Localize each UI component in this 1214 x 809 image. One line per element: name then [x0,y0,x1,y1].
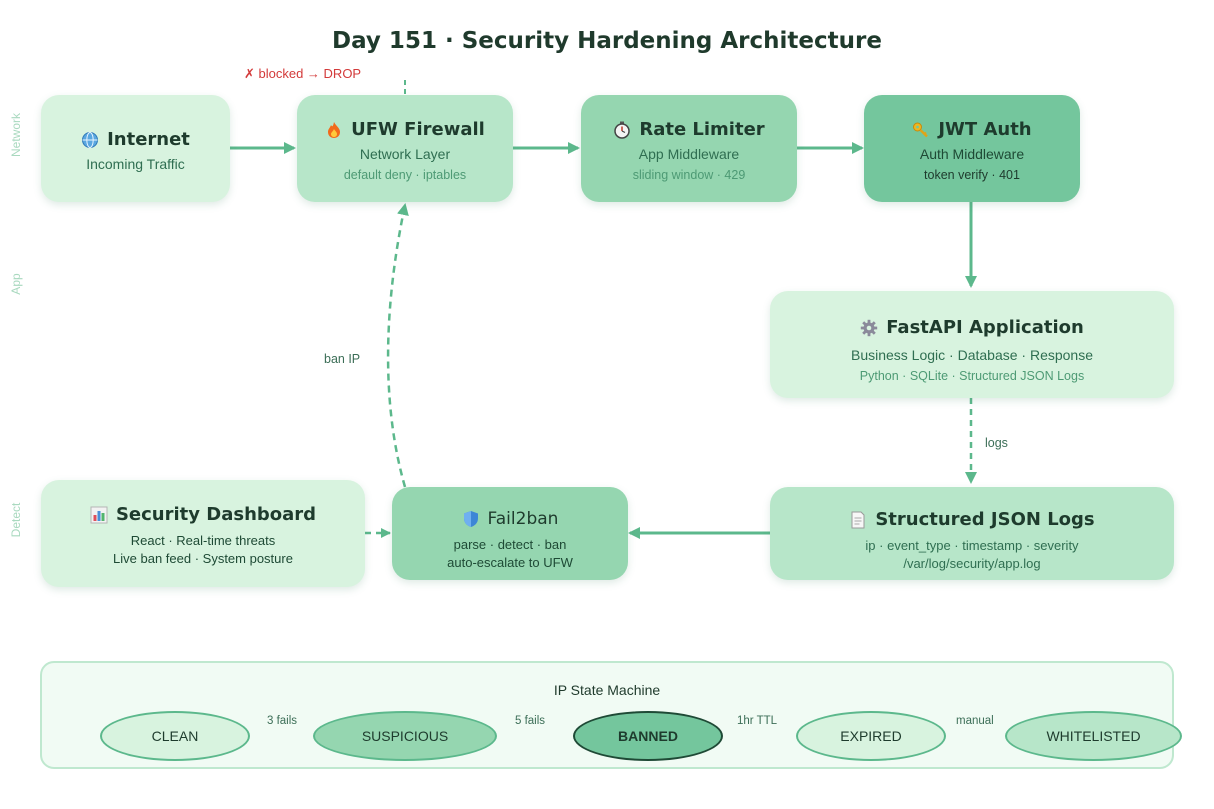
node-jwt-title: JWT Auth [938,119,1032,140]
node-dashboard: Security Dashboard React · Real-time thr… [41,480,365,587]
node-jwt-detail: token verify · 401 [924,168,1020,182]
node-dashboard-sub: React · Real-time threats [130,533,276,548]
node-jwt-sub: Auth Middleware [919,146,1025,162]
node-firewall-detail: default deny · iptables [343,168,467,182]
document-icon [849,511,867,529]
state-expired: EXPIRED [796,711,946,761]
node-rate-detail: sliding window · 429 [632,168,746,182]
transition-label-manual: manual [956,715,994,727]
transition-label-3-fails: 3 fails [267,715,298,727]
node-firewall-title-row: UFW Firewall [297,119,513,140]
node-rate-title: Rate Limiter [639,119,765,140]
transition-label-5-fails: 5 fails [515,715,546,727]
node-fail2ban-title-row: Fail2ban [392,509,628,529]
node-internet-title-row: Internet [41,129,230,150]
node-fail2ban: Fail2ban parse · detect · ban auto-escal… [392,487,628,580]
node-rate-sub: App Middleware [638,146,740,162]
node-dashboard-detail: Live ban feed · System posture [113,551,293,566]
node-firewall-title: UFW Firewall [351,119,485,140]
state-machine-title: IP State Machine [553,682,661,698]
globe-icon [81,131,99,149]
node-fail2ban-title: Fail2ban [487,509,559,529]
node-fastapi-title-row: FastAPI Application [770,317,1174,338]
state-banned: BANNED [573,711,723,761]
node-rate-limiter: Rate Limiter App Middleware sliding wind… [581,95,797,202]
stopwatch-icon [613,121,631,139]
node-dashboard-title-row: Security Dashboard [41,504,365,525]
node-fail2ban-detail: auto-escalate to UFW [447,555,573,570]
node-dashboard-title: Security Dashboard [115,504,317,525]
arrow-fail2ban-firewall [386,203,409,488]
edge-label-logs: logs [985,436,1008,450]
node-fastapi-detail: Python · SQLite · Structured JSON Logs [859,369,1085,383]
fire-icon [325,121,343,139]
blocked-label: ✗ blocked → DROP [244,66,362,81]
node-firewall-sub: Network Layer [359,146,451,162]
node-internet-title: Internet [107,129,190,150]
node-logs-detail: /var/log/security/app.log [903,556,1041,571]
transition-label-1hr-ttl: 1hr TTL [737,715,778,727]
node-logs-title-row: Structured JSON Logs [770,509,1174,530]
node-jwt-title-row: JWT Auth [864,119,1080,140]
state-clean: CLEAN [100,711,250,761]
node-logs-title: Structured JSON Logs [875,509,1095,530]
state-whitelisted: WHITELISTED [1005,711,1182,761]
gear-icon [860,319,878,337]
state-suspicious: SUSPICIOUS [313,711,497,761]
edge-label-ban-ip: ban IP [324,352,361,366]
bar-chart-icon [90,506,108,524]
node-internet-sub: Incoming Traffic [86,156,185,172]
node-fastapi-sub: Business Logic · Database · Response [850,347,1094,363]
node-logs-sub: ip · event_type · timestamp · severity [865,538,1079,553]
key-icon [912,121,930,139]
node-internet: Internet Incoming Traffic [41,95,230,202]
node-rate-title-row: Rate Limiter [581,119,797,140]
node-jwt-auth: JWT Auth Auth Middleware token verify · … [864,95,1080,202]
diagram-title: Day 151 · Security Hardening Architectur… [332,28,882,54]
node-json-logs: Structured JSON Logs ip · event_type · t… [770,487,1174,580]
node-fail2ban-sub: parse · detect · ban [453,537,567,552]
node-fastapi-title: FastAPI Application [886,317,1084,338]
shield-icon [462,510,480,528]
node-fastapi: FastAPI Application Business Logic · Dat… [770,291,1174,398]
node-firewall: UFW Firewall Network Layer default deny … [297,95,513,202]
